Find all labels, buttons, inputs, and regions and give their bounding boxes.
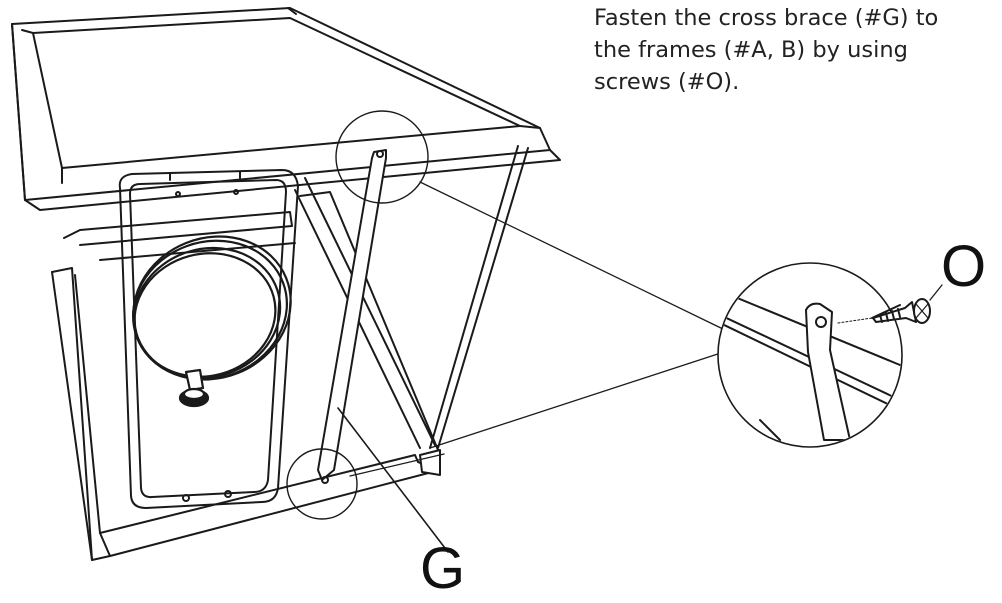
cross-brace (317, 149, 387, 484)
handle-frame (118, 169, 299, 509)
detail-callout-bottom (286, 448, 358, 520)
screw (837, 284, 943, 324)
assembly-instruction: Fasten the cross brace (#G) to the frame… (594, 5, 939, 95)
screw-part-label: O (941, 234, 987, 299)
zoom-detail (717, 262, 903, 448)
cross-brace-part-label: G (420, 536, 466, 601)
coiled-cord (132, 235, 292, 408)
bottom-frame (51, 267, 441, 561)
top-frame (11, 7, 561, 211)
zoom-leader-lines (337, 181, 731, 553)
detail-callout-top (335, 110, 429, 204)
